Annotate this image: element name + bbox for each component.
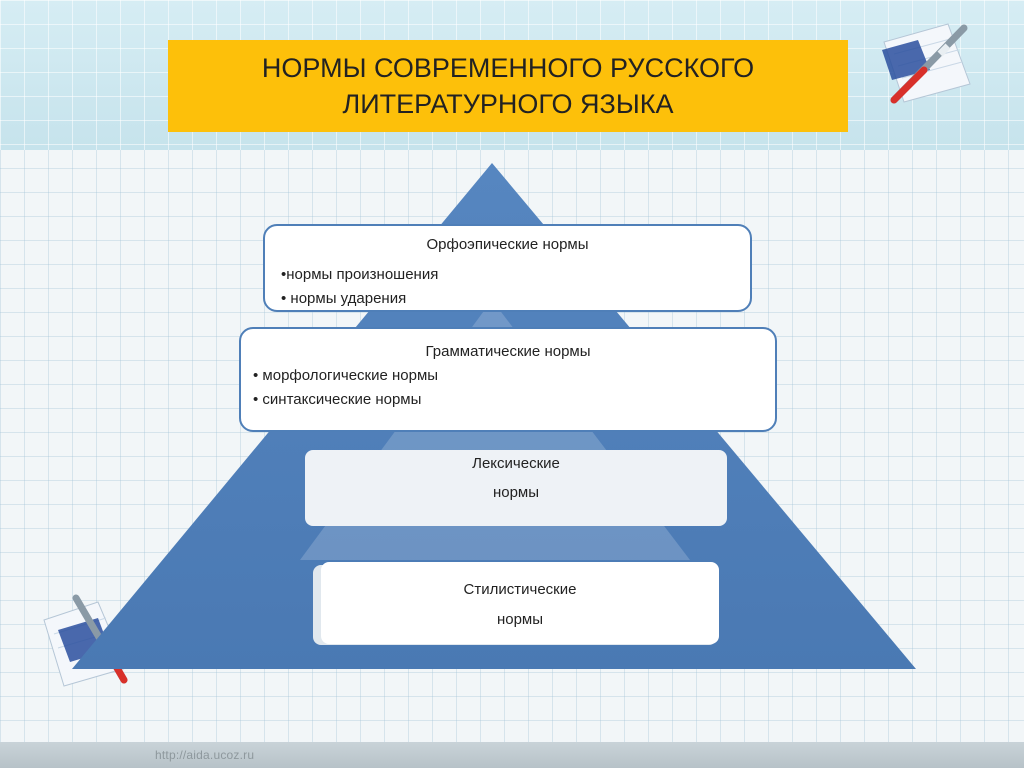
stylistic-norms-line-1: Стилистические xyxy=(463,581,577,598)
grammatical-norms-box: Грамматические нормы • морфологические н… xyxy=(239,327,777,432)
footer-url: http://aida.ucoz.ru xyxy=(155,748,255,762)
orthoepic-norms-heading: Орфоэпические нормы xyxy=(426,236,589,253)
grammatical-norms-heading: Грамматические нормы xyxy=(425,343,591,360)
lexical-norms-line-2: нормы xyxy=(492,484,540,501)
footer-band xyxy=(0,742,1024,768)
lexical-norms-box: Лексические нормы xyxy=(305,450,727,526)
orthoepic-norms-box: Орфоэпические нормы •нормы произношения … xyxy=(263,224,752,312)
stylistic-norms-line-2: нормы xyxy=(496,611,544,628)
stylistic-norms-box: Стилистические нормы xyxy=(321,562,719,644)
title-line-1: НОРМЫ СОВРЕМЕННОГО РУССКОГО xyxy=(261,53,755,83)
grammatical-item-syntactic: • синтаксические нормы xyxy=(253,391,422,408)
title-line-2: ЛИТЕРАТУРНОГО ЯЗЫКА xyxy=(342,89,674,119)
grammatical-item-morphological: • морфологические нормы xyxy=(253,367,439,384)
pen-on-paper-icon xyxy=(882,23,971,104)
slide-title: НОРМЫ СОВРЕМЕННОГО РУССКОГО ЛИТЕРАТУРНОГ… xyxy=(168,40,848,132)
lexical-norms-line-1: Лексические xyxy=(472,455,560,472)
orthoepic-item-stress: • нормы ударения xyxy=(281,290,407,307)
orthoepic-item-pronunciation: •нормы произношения xyxy=(281,266,439,283)
